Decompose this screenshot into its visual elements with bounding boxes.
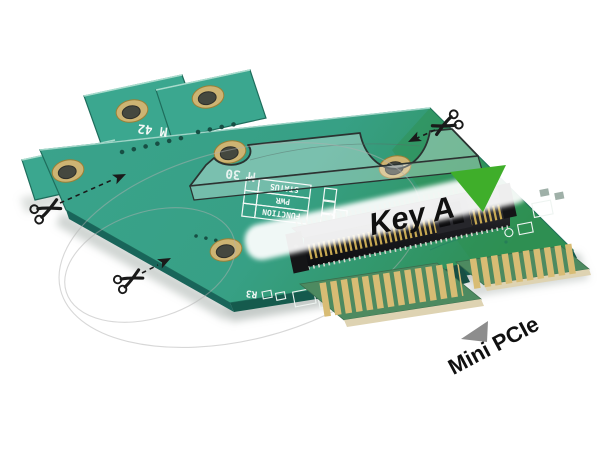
edge-fingers-right [469,243,580,289]
m2-card-overlay [189,128,483,201]
cut-indicator-left [27,169,129,227]
edge-pointer-triangle [461,321,488,342]
mini-pcie-edge-connector [299,243,591,327]
cut-indicator-top-right [405,107,466,147]
scissors-icon [111,264,147,296]
edge-tongue-left [299,262,484,327]
silk-m42: M 42 [137,121,169,140]
cut-indicators [27,107,466,296]
cut-indicator-bottom [111,253,174,296]
tongue-left-bevel [344,299,484,327]
board-back-bevel [39,107,431,151]
key-a-callout: Key A [244,165,530,260]
overlay-reflection [249,143,421,161]
white-streak [244,168,530,260]
perforation-holes [119,120,243,243]
silk-table-pwr: PWR [275,196,291,207]
board-edge-left [66,210,234,312]
mini-pcie-label: Mini PCIe [444,311,543,380]
cut-dashed-line [141,264,159,274]
overlay-top-face [189,128,479,187]
cut-dashed-line [414,129,436,140]
edge-fingers-left [319,262,464,317]
edge-tongue-right [455,243,591,291]
mini-pcie-callout: Mini PCIe [444,311,543,380]
silk-r3: R3 [245,287,258,299]
cut-dashed-line [59,179,113,204]
key-position-wedge [450,165,506,212]
